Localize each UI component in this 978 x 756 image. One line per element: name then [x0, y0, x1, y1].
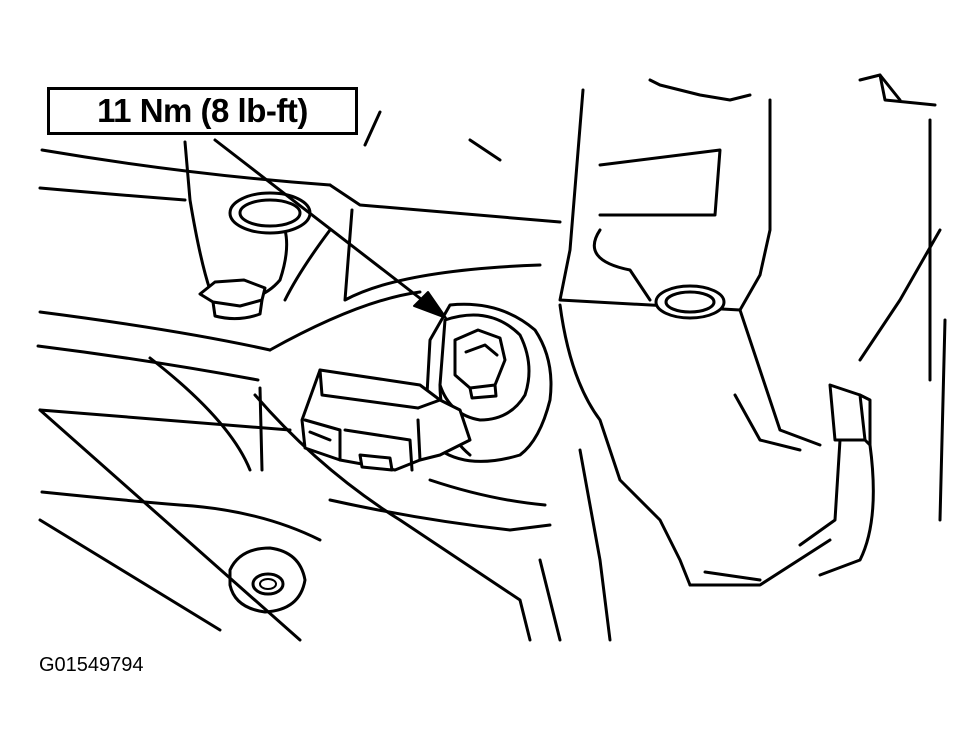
mounting-boss	[183, 140, 312, 321]
torque-label: 11 Nm (8 lb-ft)	[97, 92, 308, 129]
sensor-connector	[300, 368, 472, 472]
torque-callout: 11 Nm (8 lb-ft)	[47, 87, 358, 135]
callout-leader	[213, 138, 447, 319]
lower-boss	[228, 546, 307, 614]
figure-id: G01549794	[39, 654, 144, 676]
engine-block-outline	[36, 110, 562, 642]
transmission-housing	[538, 73, 947, 642]
